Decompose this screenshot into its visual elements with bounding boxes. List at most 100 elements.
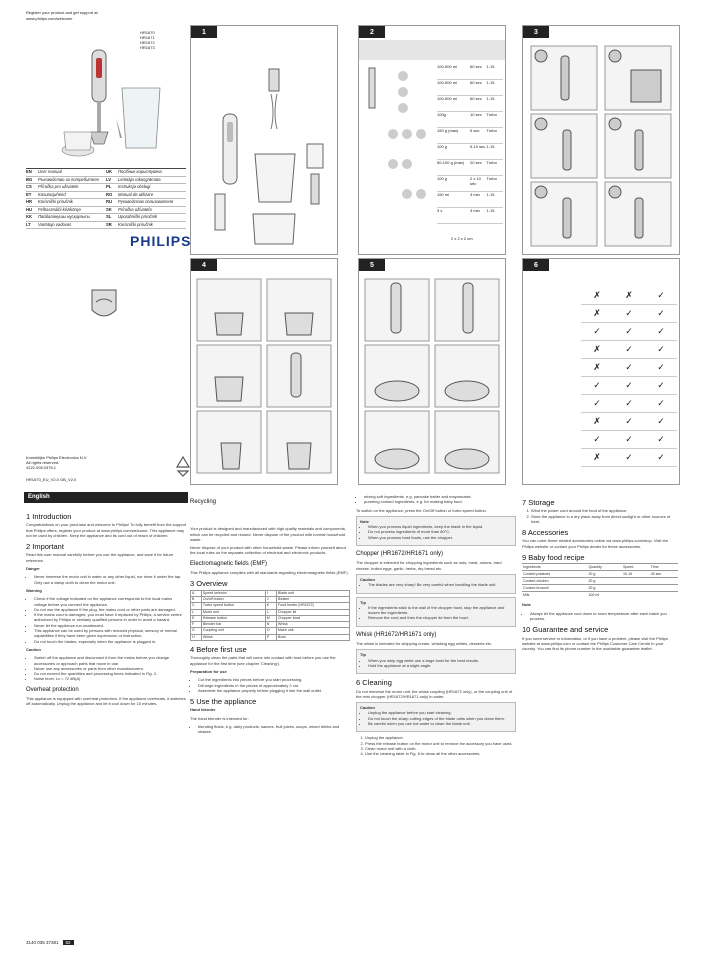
check-icon: ✓ — [593, 434, 601, 444]
check-icon: ✓ — [657, 380, 665, 390]
panel-4: 4 — [190, 258, 338, 485]
overheat-title: Overheat protection — [26, 686, 79, 693]
header-register: Register your product and get support at… — [26, 10, 98, 21]
recycle-icon — [175, 455, 191, 477]
product-photo — [61, 49, 161, 157]
check-icon: ✓ — [625, 362, 633, 372]
note-box: Note When you process liquid ingredients… — [356, 515, 516, 547]
check-icon: ✓ — [657, 362, 665, 372]
cross-icon: ✗ — [593, 344, 601, 354]
check-icon: ✓ — [625, 452, 633, 462]
doc-code: HR1670_EU_V2.0 GB_V2.0 — [26, 477, 77, 482]
check-icon: ✓ — [593, 398, 601, 408]
philips-shield-icon — [91, 289, 117, 317]
recycle-bin-icon — [190, 508, 350, 526]
cross-icon: ✗ — [593, 362, 601, 372]
check-icon: ✓ — [593, 326, 601, 336]
cleaning-row: ✓ ✓ ✓ — [581, 395, 677, 413]
check-icon: ✓ — [657, 326, 665, 336]
whisk-title: Whisk (HR1672/HR1671 only) — [356, 631, 437, 638]
cleaning-row: ✓ ✓ ✓ — [581, 323, 677, 341]
before-title: 4 Before first use — [190, 645, 247, 655]
cross-icon: ✗ — [625, 290, 633, 300]
check-icon: ✓ — [625, 308, 633, 318]
tip2-box: Tip When you whip egg white use a large … — [356, 649, 516, 675]
panel-2-tab: 2 — [359, 26, 385, 38]
panel-3-tab: 3 — [523, 26, 549, 38]
overview-title: 3 Overview — [190, 579, 228, 589]
address-block: Koninklijke Philips Electronics N.V.All … — [26, 455, 88, 470]
intro-title: 1 Introduction — [26, 512, 72, 521]
cube-size-label: 2 x 2 x 2 cm — [451, 236, 473, 241]
caution-box: Caution The blades are very sharp! Be ve… — [356, 573, 516, 594]
tip-box: Tip If the ingredients stick to the wall… — [356, 596, 516, 627]
cleaning-row: ✗ ✓ ✓ — [581, 305, 677, 323]
check-icon: ✓ — [657, 398, 665, 408]
cleaning-row: ✗ ✓ ✓ — [581, 449, 677, 467]
cleaning-row: ✗ ✓ ✓ — [581, 413, 677, 431]
food-icons — [368, 67, 426, 199]
check-icon: ✓ — [657, 434, 665, 444]
assembly-steps — [530, 45, 672, 247]
check-icon: ✓ — [625, 398, 633, 408]
panel-5: 5 — [358, 258, 506, 485]
cleaning-row: ✗ ✗ ✓ — [581, 287, 677, 305]
english-tab: English — [24, 492, 188, 503]
check-icon: ✓ — [657, 452, 665, 462]
cleaning-row: ✓ ✓ ✓ — [581, 377, 677, 395]
cross-icon: ✗ — [593, 452, 601, 462]
cleaning-table: ✗ ✗ ✓ ✗ ✓ ✓ ✓ ✓ ✓ ✗ ✓ ✓ ✗ ✓ ✓ ✓ ✓ ✓ ✓ ✓ ✓ ✗ ✓ ✓ ✓ ✓ ✓ ✗ ✓ ✓ — [581, 287, 677, 467]
cross-icon: ✗ — [593, 308, 601, 318]
cleaning-title: 6 Cleaning — [356, 678, 392, 688]
check-icon: ✓ — [625, 416, 633, 426]
caution3-box: Caution Unplug the appliance before you … — [356, 702, 516, 733]
cross-icon: ✗ — [593, 290, 601, 300]
check-icon: ✓ — [657, 308, 665, 318]
emf-title: Electromagnetic fields (EMF) — [190, 560, 268, 567]
cleaning-row: ✓ ✓ ✓ — [581, 431, 677, 449]
accessories-title: 8 Accessories — [522, 528, 569, 538]
panel-1-tab: 1 — [191, 26, 217, 38]
panel-6: 6 ✗ ✗ ✓ ✗ ✓ ✓ ✓ ✓ ✓ ✗ ✓ ✓ ✗ ✓ ✓ ✓ ✓ ✓ ✓ ✓ ✓ ✗ ✓ ✓ ✓ ✓ ✓ ✗ ✓ ✓ — [522, 258, 680, 485]
column-2: Recycling Your product is designed and m… — [190, 494, 351, 738]
cleaning-row: ✗ ✓ ✓ — [581, 359, 677, 377]
cleaning-row: ✗ ✓ ✓ — [581, 341, 677, 359]
panel-4-tab: 4 — [191, 259, 217, 271]
parts-diagram — [214, 68, 324, 245]
cross-icon: ✗ — [593, 416, 601, 426]
whisk-steps — [364, 278, 500, 474]
chopper-steps — [196, 278, 332, 474]
panel-5-tab: 5 — [359, 259, 385, 271]
recycling-title: Recycling — [190, 499, 217, 505]
babyfood-title: 9 Baby food recipe — [522, 553, 585, 563]
philips-logo: PHILIPS — [130, 233, 192, 249]
check-icon: ✓ — [625, 380, 633, 390]
check-icon: ✓ — [657, 290, 665, 300]
storage-title: 7 Storage — [522, 498, 555, 507]
important-title: 2 Important — [26, 542, 64, 552]
check-icon: ✓ — [625, 326, 633, 336]
chopper-title: Chopper (HR1672/HR1671 only) — [356, 551, 444, 558]
panel-1: 1 — [190, 25, 338, 255]
column-1: 1 Introduction Congratulations on your p… — [26, 508, 186, 710]
column-4: 7 Storage Wind the power cord around the… — [522, 494, 678, 654]
guarantee-title: 10 Guarantee and service — [522, 625, 609, 635]
page-number: 82 — [62, 940, 74, 945]
check-icon: ✓ — [593, 380, 601, 390]
check-icon: ✓ — [625, 434, 633, 444]
panel-3: 3 — [522, 25, 680, 255]
panel-6-tab: 6 — [523, 259, 549, 271]
check-icon: ✓ — [625, 344, 633, 354]
check-icon: ✓ — [657, 344, 665, 354]
column-3: mixing soft ingredients, e.g. pancake ba… — [356, 494, 516, 757]
use-title: 5 Use the appliance — [190, 697, 257, 707]
check-icon: ✓ — [657, 416, 665, 426]
quantity-header — [359, 40, 505, 60]
